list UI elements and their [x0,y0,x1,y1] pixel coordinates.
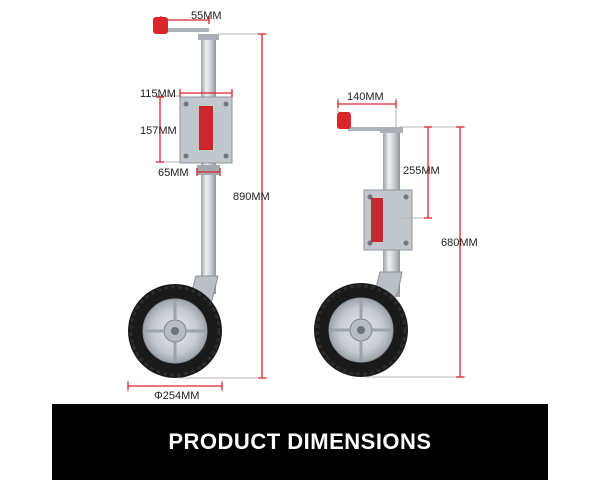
banner-title: PRODUCT DIMENSIONS [168,429,432,454]
large-jack [128,17,233,378]
small-jack-travel-label: 255MM [403,165,440,177]
small-jack-total-height-label: 680MM [441,237,478,249]
large-jack-handle-bar [161,28,209,32]
large-jack-handle-knob [153,17,168,34]
large-jack-plate-width-label: 115MM [140,88,176,100]
product-dimensions-banner: PRODUCT DIMENSIONS [52,404,548,480]
large-jack-plate-height-label: 157MM [140,125,177,137]
large-jack-reflector [199,106,213,150]
large-jack-total-height-label: 890MM [233,191,270,203]
small-jack-handle-bar [348,127,390,131]
large-jack-tube-diameter-label: 65MM [158,167,189,179]
small-jack-dimensions: 140MM 255MM 680MM [337,91,478,378]
large-jack-tube [201,34,216,294]
large-jack-handle-offset-label: 55MM [191,10,222,22]
small-jack-handle-offset-label: 140MM [347,91,384,103]
small-jack [314,112,413,377]
large-jack-dimensions: 55MM 115MM 157MM 65MM 890MM Φ254MM [127,10,270,402]
small-jack-reflector [371,198,383,242]
large-jack-wheel-diameter-label: Φ254MM [154,390,199,402]
small-jack-handle-knob [337,112,351,129]
